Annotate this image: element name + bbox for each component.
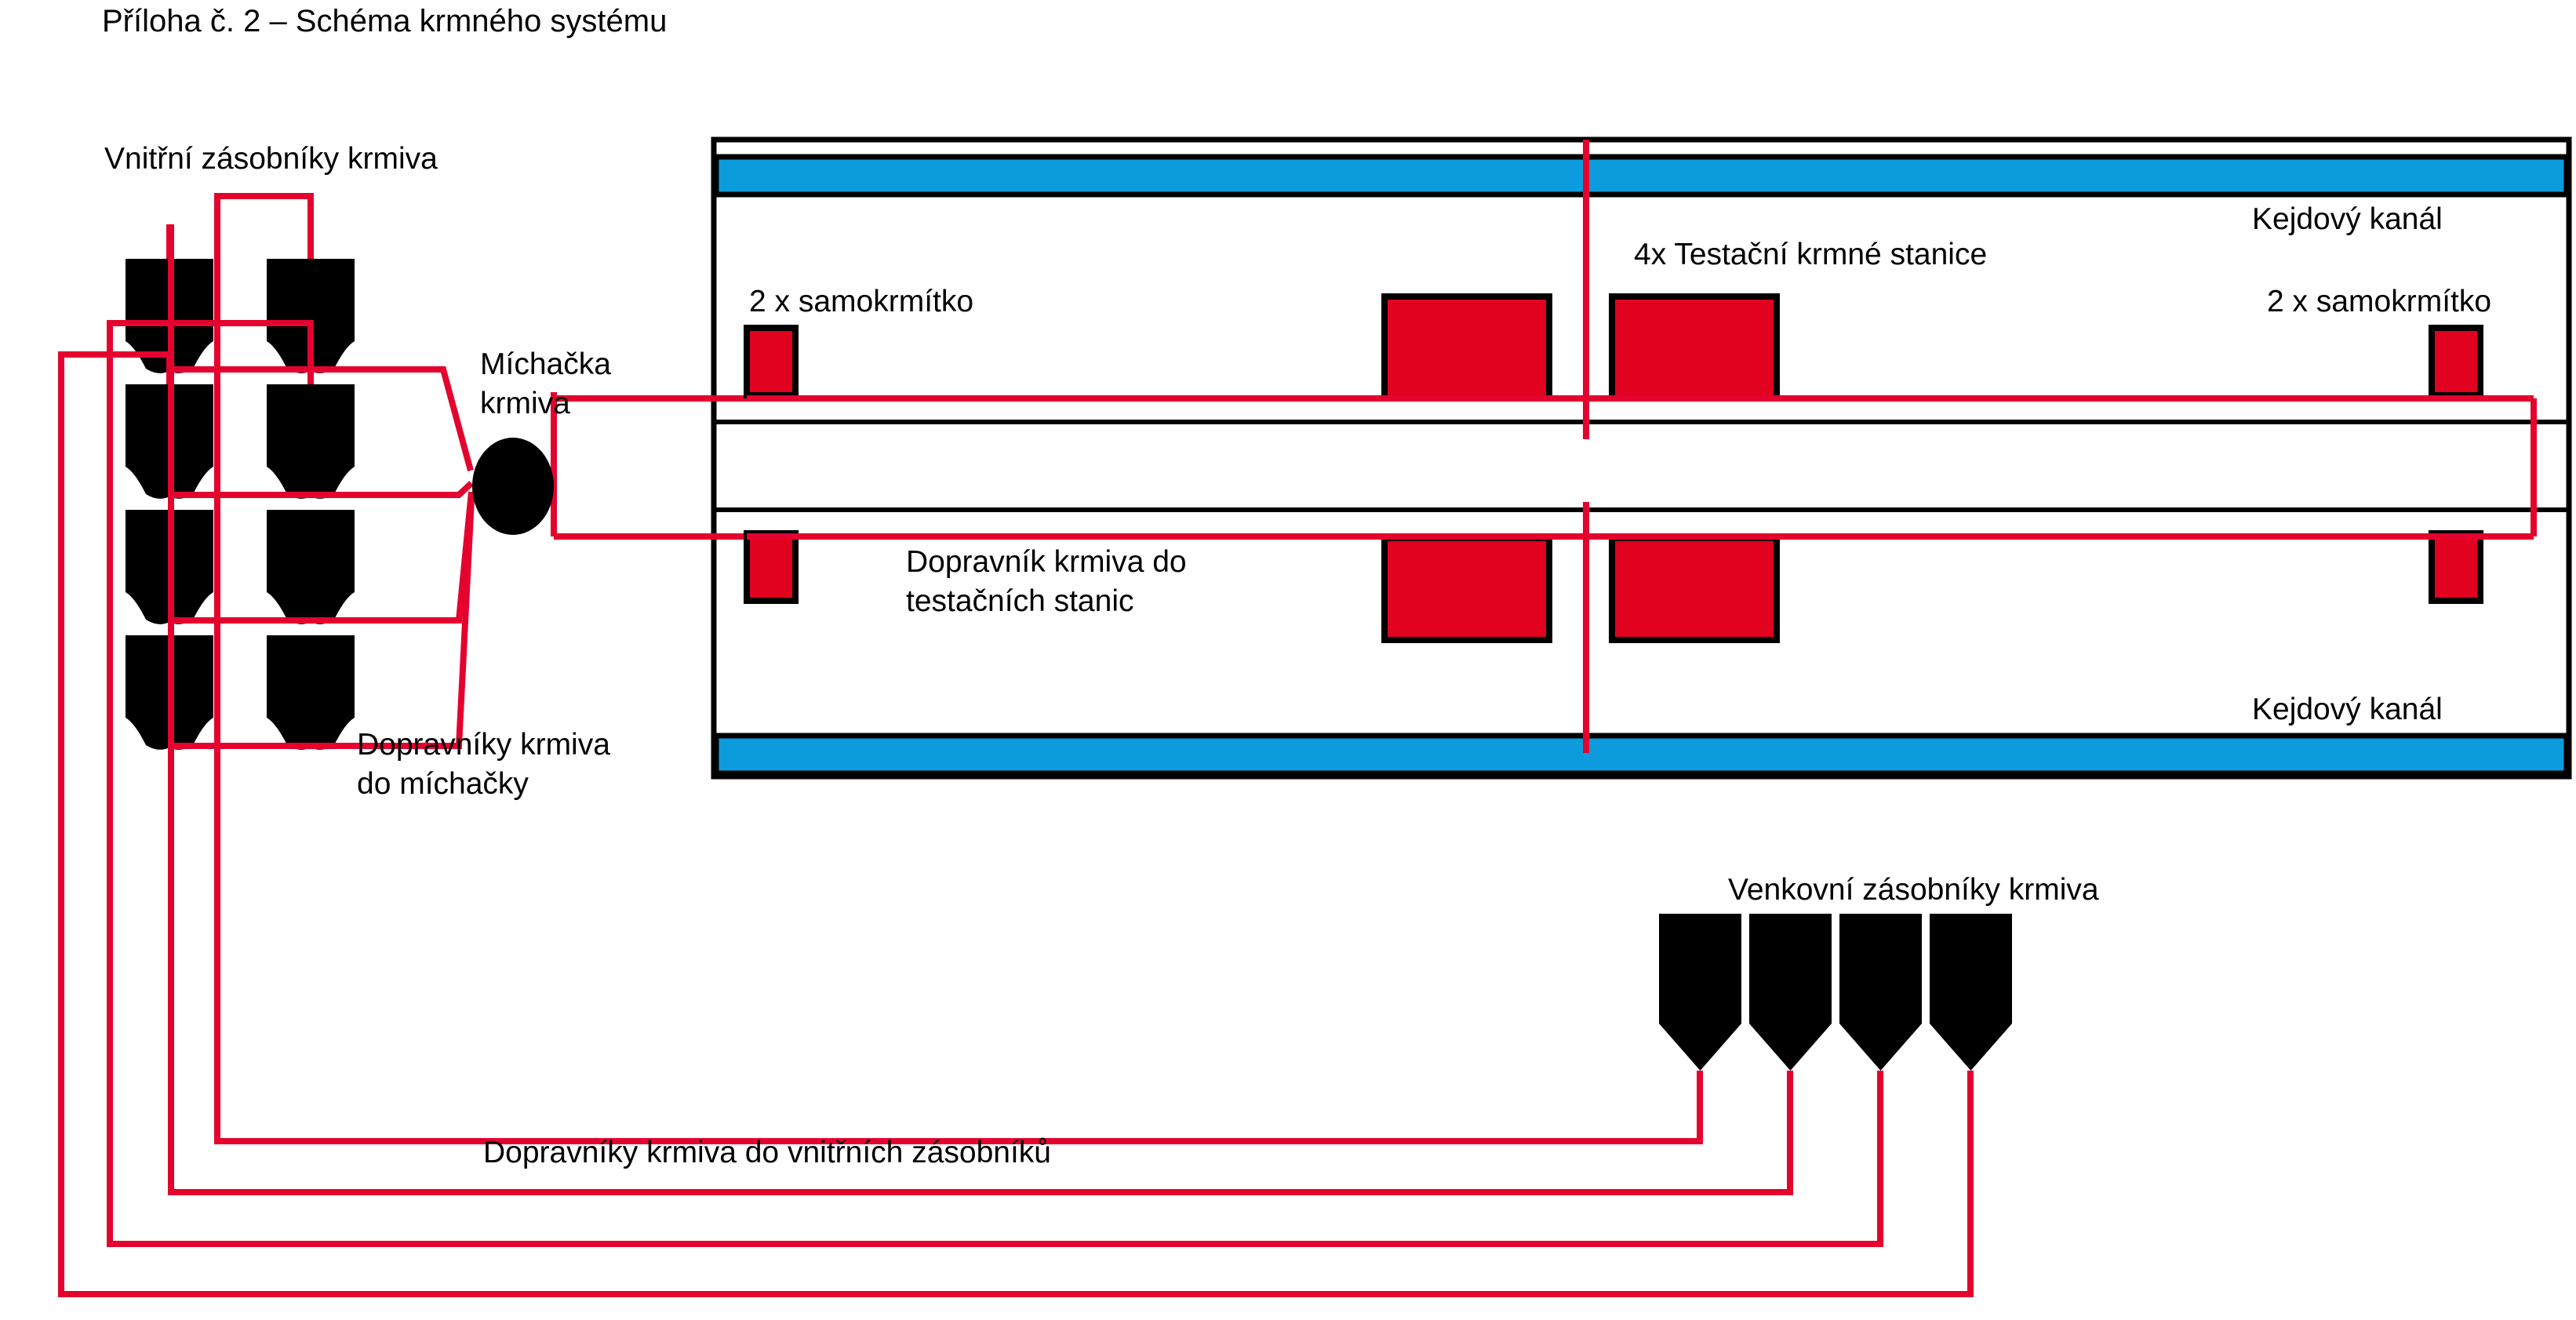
self-feeder-right-top[interactable] (2429, 325, 2483, 398)
test-station-1[interactable] (1381, 293, 1552, 402)
outdoor-silo-1[interactable] (1659, 914, 1741, 1071)
barn-building (711, 136, 2572, 780)
conveyor-row1-to-mixer (174, 366, 474, 472)
test-station-3[interactable] (1381, 535, 1552, 643)
indoor-silo-r3c2[interactable] (267, 510, 355, 624)
label-conveyors-to-indoor-silos: Dopravníky krmiva do vnitřních zásobníků (483, 1136, 1051, 1169)
test-station-4[interactable] (1609, 535, 1780, 643)
label-outdoor-silos: Venkovní zásobníky krmiva (1728, 873, 2099, 907)
label-test-stations: 4x Testační krmné stanice (1634, 238, 1988, 271)
label-conveyor-to-test-stations: Dopravník krmiva do testačních stanic (906, 545, 1187, 618)
label-slurry-channel-bottom: Kejdový kanál (2252, 693, 2443, 726)
slurry-channel-bottom (713, 733, 2570, 776)
label-slurry-channel-top: Kejdový kanál (2252, 202, 2443, 236)
conveyor-row4-to-mixer (174, 498, 475, 749)
outdoor-silo-4[interactable] (1930, 914, 2012, 1071)
conveyor-outdoor3-to-indoor-r2c2 (107, 320, 1883, 1247)
outdoor-silo-3[interactable] (1839, 914, 1922, 1071)
conveyor-outdoor2-to-indoor-r1c1 (166, 224, 1793, 1195)
label-self-feeder-left: 2 x samokrmítko (749, 285, 974, 318)
indoor-silo-r4c2[interactable] (267, 635, 355, 750)
self-feeder-left-bottom[interactable] (744, 530, 799, 604)
indoor-silo-r2c2[interactable] (267, 384, 355, 499)
feed-pipe-overlay (747, 140, 2534, 753)
self-feeder-left-top[interactable] (744, 325, 799, 398)
test-station-2[interactable] (1609, 293, 1780, 402)
indoor-silos-group (126, 259, 355, 750)
page-title: Příloha č. 2 – Schéma krmného systému (102, 4, 668, 38)
self-feeder-right-bottom[interactable] (2429, 530, 2483, 604)
label-mixer: Míchačka krmiva (480, 347, 611, 420)
building-outline (711, 136, 2572, 780)
label-indoor-silos: Vnitřní zásobníky krmiva (104, 142, 438, 176)
label-self-feeder-right: 2 x samokrmítko (2267, 285, 2492, 318)
outdoor-silo-2[interactable] (1749, 914, 1832, 1071)
mixer-body[interactable] (472, 438, 554, 535)
conveyor-row2-to-mixer (174, 481, 474, 498)
conveyors-outdoor-to-indoor (58, 193, 1974, 1297)
conveyor-outdoor4-to-indoor-r2c1 (58, 351, 1974, 1297)
label-conveyors-to-mixer: Dopravníky krmiva do míchačky (357, 728, 610, 801)
conveyor-outdoor1-to-indoor-r1c2 (214, 193, 1703, 1144)
slurry-channel-top (713, 154, 2570, 198)
feed-mixer[interactable] (472, 438, 554, 535)
conveyors-silos-to-mixer (174, 366, 475, 749)
outdoor-silos-group (1659, 914, 2012, 1071)
